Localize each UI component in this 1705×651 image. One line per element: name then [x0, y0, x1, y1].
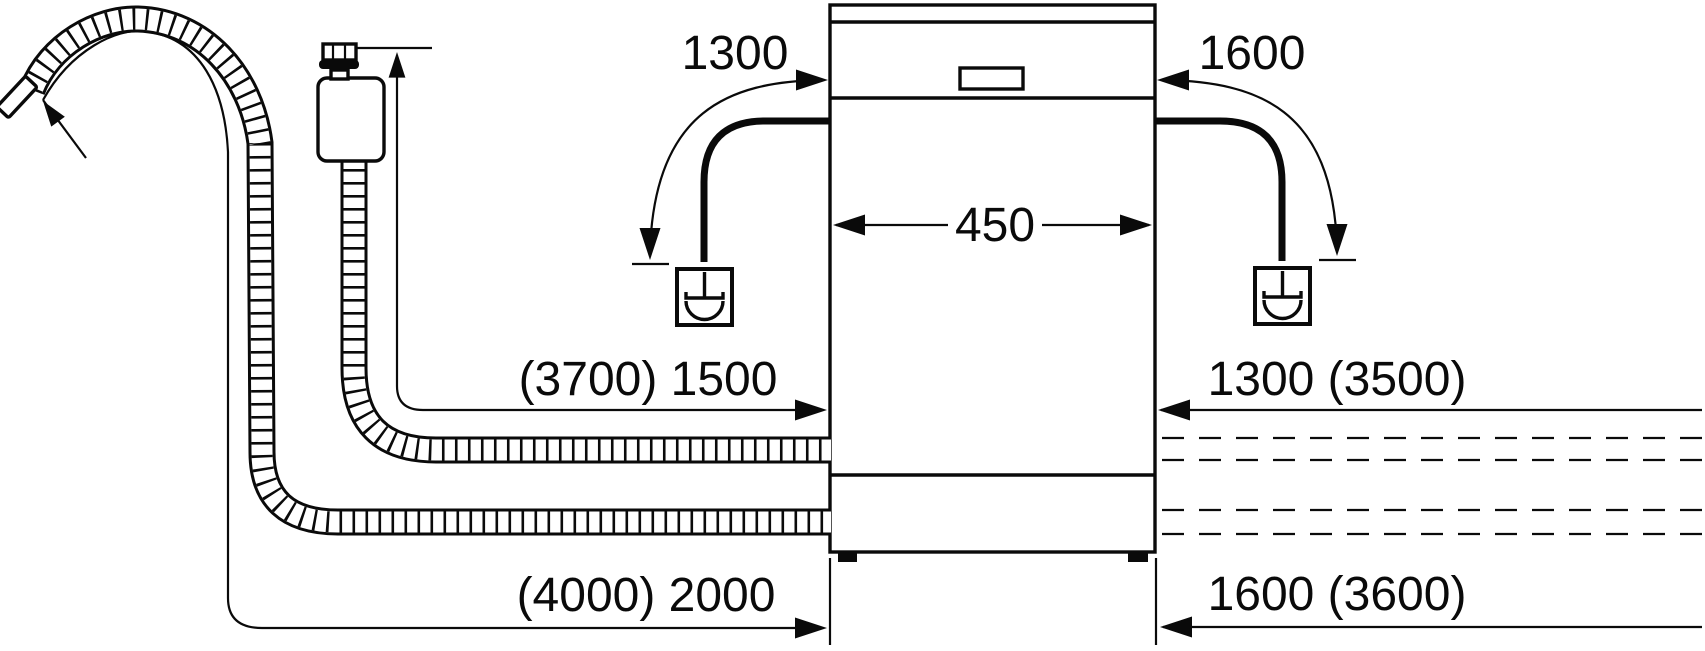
label-power-cord-left: 1300 — [682, 27, 789, 80]
label-inlet-hose-right: 1300 (3500) — [1208, 353, 1467, 406]
drain-hose — [0, 5, 831, 536]
hose-continuation-dashes — [1162, 436, 1702, 536]
dim-appliance-width — [833, 214, 1152, 236]
left-foot — [838, 552, 857, 562]
drain-hose-hook-end — [0, 75, 39, 119]
door-handle — [958, 66, 1025, 91]
right-foot — [1128, 552, 1148, 562]
tap-connector-icon — [319, 42, 359, 81]
dim-power-cord-left — [632, 69, 828, 266]
label-inlet-hose-left: (3700) 1500 — [519, 353, 778, 406]
inlet-hose — [316, 42, 831, 464]
right-power-cord — [1155, 117, 1286, 261]
label-power-cord-right: 1600 — [1199, 27, 1306, 80]
left-socket-icon — [675, 267, 734, 327]
dim-inlet-hose-left — [357, 46, 827, 421]
dim-inlet-hose-right — [1158, 399, 1702, 421]
right-socket-icon — [1253, 266, 1312, 326]
left-power-cord — [700, 117, 830, 262]
label-drain-hose-left: (4000) 2000 — [517, 569, 776, 622]
label-appliance-width: 450 — [955, 199, 1035, 252]
dim-drain-hose-right — [1154, 558, 1702, 645]
label-drain-hose-right: 1600 (3600) — [1208, 568, 1467, 621]
dim-drain-hose-left — [36, 29, 832, 645]
dishwasher-outline — [828, 3, 1157, 554]
dim-power-cord-right — [1157, 69, 1356, 262]
aquastop-valve-box — [316, 76, 386, 163]
dishwasher — [828, 3, 1157, 562]
